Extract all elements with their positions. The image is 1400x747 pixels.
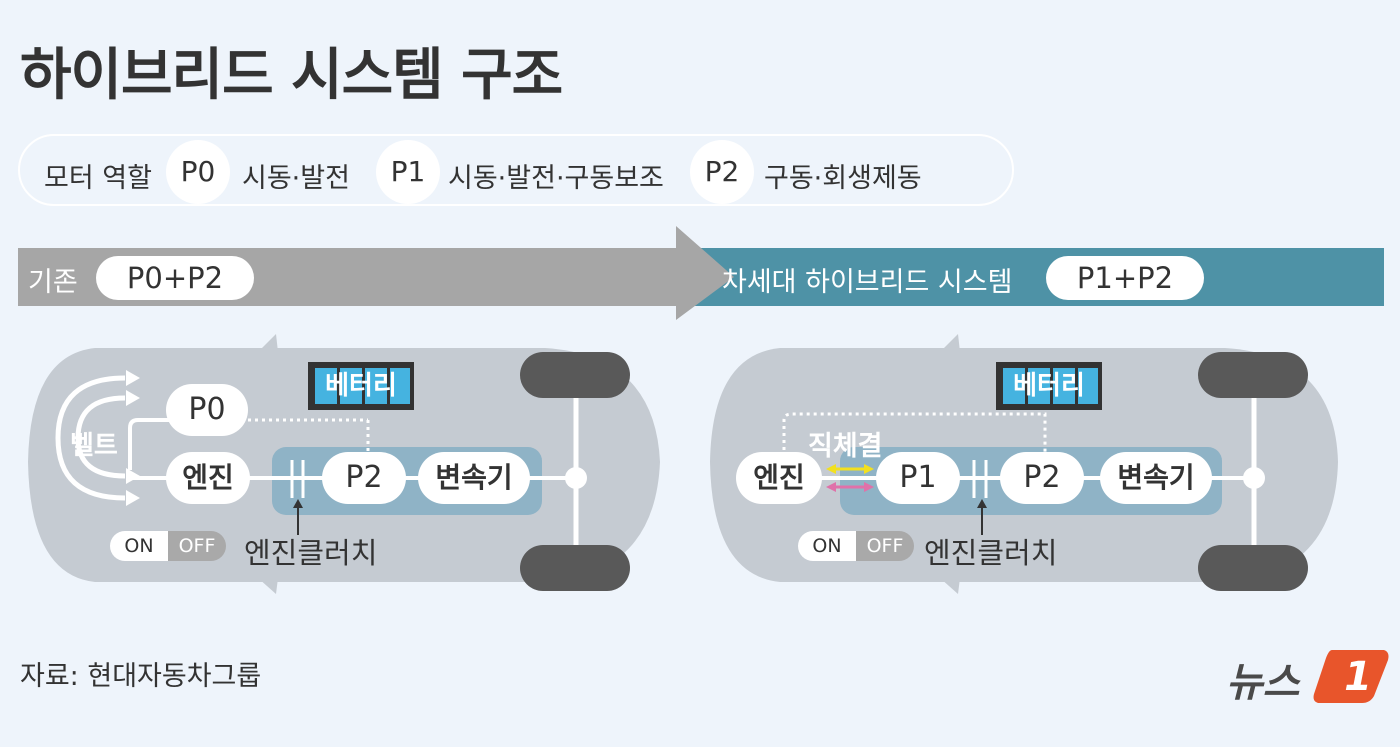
left-toggle-off: OFF: [168, 531, 226, 561]
left-toggle-on: ON: [110, 531, 168, 561]
left-clutch-label: 엔진클러치: [244, 536, 378, 570]
right-wheel-bottom: [1198, 545, 1308, 591]
right-engine-node: 엔진: [736, 452, 822, 504]
right-transmission-node: 변속기: [1100, 452, 1212, 504]
band-right-pill: P1+P2: [1046, 256, 1204, 300]
right-p2-node: P2: [1000, 452, 1084, 504]
logo-mark-number: 1: [1344, 654, 1372, 700]
left-battery-label: 베터리: [325, 371, 397, 401]
left-transmission-node: 변속기: [418, 452, 530, 504]
page-title: 하이브리드 시스템 구조: [20, 43, 563, 108]
left-mirror-bottom: [258, 578, 278, 594]
right-toggle-off: OFF: [856, 531, 914, 561]
left-toggle: ON OFF: [110, 531, 226, 561]
right-toggle-on: ON: [798, 531, 856, 561]
band-left-label: 기존: [28, 267, 78, 298]
left-belt-label: 벨트: [70, 431, 118, 461]
band-left-pill: P0+P2: [96, 256, 254, 300]
right-mirror-top: [940, 334, 960, 352]
right-toggle: ON OFF: [798, 531, 914, 561]
legend-desc-p1: 시동·발전·구동보조: [448, 163, 664, 194]
source-note: 자료: 현대자동차그룹: [20, 661, 262, 692]
right-direct-label: 직체결: [808, 431, 883, 462]
left-p0-node: P0: [166, 384, 248, 436]
right-p1-node: P1: [876, 452, 960, 504]
band-right-label: 차세대 하이브리드 시스템: [722, 267, 1013, 298]
right-wheel-top: [1198, 352, 1308, 398]
legend-code-p0: P0: [166, 140, 230, 204]
left-p2-node: P2: [322, 452, 406, 504]
legend-desc-p2: 구동·회생제동: [764, 163, 922, 194]
logo-mark-shape: [1313, 650, 1389, 703]
legend-box: [18, 134, 1014, 206]
legend-label: 모터 역할: [44, 163, 152, 194]
legend-code-p1: P1: [376, 140, 440, 204]
left-wheel-top: [520, 352, 630, 398]
right-battery-label: 베터리: [1013, 371, 1085, 401]
right-mirror-bottom: [940, 578, 960, 594]
legend-desc-p0: 시동·발전: [242, 163, 350, 194]
logo-text: 뉴스: [1226, 660, 1300, 706]
right-clutch-label: 엔진클러치: [924, 536, 1058, 570]
left-wheel-bottom: [520, 545, 630, 591]
band-right-shape: [690, 248, 1384, 306]
left-mirror-top: [258, 334, 278, 352]
legend-code-p2: P2: [690, 140, 754, 204]
left-engine-node: 엔진: [166, 452, 250, 504]
